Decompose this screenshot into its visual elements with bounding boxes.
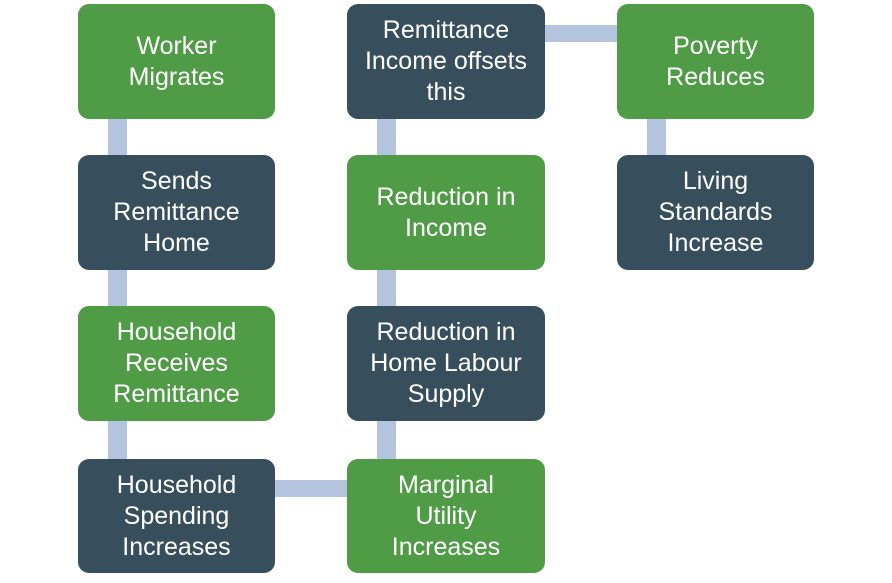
vertical-connector — [108, 420, 127, 460]
vertical-connector — [377, 420, 396, 460]
node-remittance-income-offsets-this: Remittance Income offsets this — [347, 4, 545, 119]
vertical-connector — [108, 269, 127, 307]
horizontal-connector — [274, 480, 348, 497]
vertical-connector — [377, 269, 396, 307]
node-marginal-utility-increases: Marginal Utility Increases — [347, 459, 545, 573]
node-reduction-in-income: Reduction in Income — [347, 155, 545, 270]
vertical-connector — [377, 118, 396, 156]
node-sends-remittance-home: Sends Remittance Home — [78, 155, 275, 270]
node-living-standards-increase: Living Standards Increase — [617, 155, 814, 270]
vertical-connector — [108, 118, 127, 156]
node-worker-migrates: Worker Migrates — [78, 4, 275, 119]
node-poverty-reduces: Poverty Reduces — [617, 4, 814, 119]
node-household-receives-remittance: Household Receives Remittance — [78, 306, 275, 421]
node-household-spending-increases: Household Spending Increases — [78, 459, 275, 573]
node-reduction-in-home-labour-supply: Reduction in Home Labour Supply — [347, 306, 545, 421]
horizontal-connector — [544, 25, 618, 42]
vertical-connector — [647, 118, 666, 156]
